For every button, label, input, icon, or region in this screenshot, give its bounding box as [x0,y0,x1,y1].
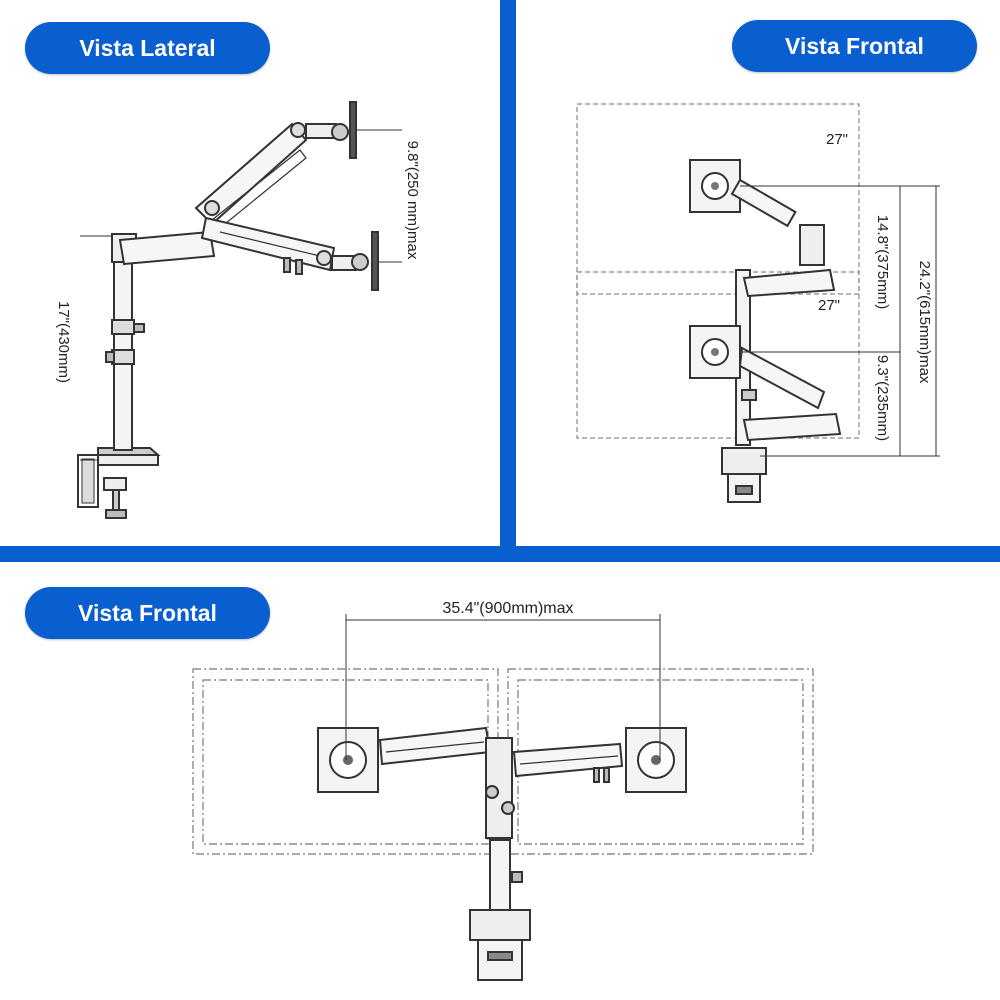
monitor-size-upper: 27" [826,131,848,148]
span-label: 35.4"(900mm)max [442,600,573,617]
travel-label: 14.8"(375mm) [874,215,891,310]
span-dimension-line [345,614,661,760]
frontal-view-title-top: Vista Frontal [732,20,977,72]
lateral-view-title: Vista Lateral [25,22,270,74]
frontal-view-title-bottom: Vista Frontal [25,587,270,639]
total-height-label: 24.2"(615mm)max [916,261,933,384]
horizontal-divider [0,546,1000,562]
monitor-outline-upper [576,103,860,295]
frontal-top-mount-drawing [689,159,842,503]
dual-mount-drawing [317,726,687,981]
height-label: 17"(430mm) [55,301,72,383]
vertical-divider [500,0,516,548]
monitor-outline-lower [576,271,860,439]
low-offset-label: 9.3"(235mm) [874,355,891,441]
monitor-size-lower: 27" [818,297,840,314]
height-dimension-line [80,235,112,461]
frontal-top-dimension-lines [740,185,940,457]
lateral-mount-drawing [77,101,379,519]
tilt-travel-label: 9.8"(250 mm)max [404,141,421,260]
tilt-dimension-line [356,129,402,263]
